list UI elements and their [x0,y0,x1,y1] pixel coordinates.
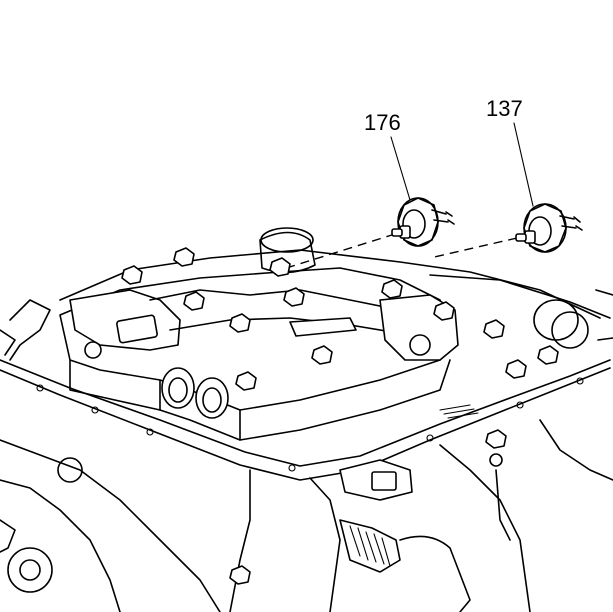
valve-body [59,227,479,441]
bolt [433,301,455,321]
transmission-case [0,249,613,612]
bolt [537,345,559,365]
bolt [505,359,527,379]
bolt [311,345,333,365]
bolt [229,313,251,333]
leader-line-137 [513,122,534,207]
leader-line-176 [390,136,411,201]
bolt [121,265,143,285]
bolt [485,429,507,449]
pressure-switch-176 [391,197,455,247]
callout-label-176: 176 [364,110,401,135]
bolt [381,279,403,299]
bolt [269,257,291,277]
bolt [183,291,205,311]
valve-body-bolts [121,247,559,585]
bolt [283,287,305,307]
bolt [229,565,251,585]
alignment-line-176 [279,233,396,271]
bolt [235,371,257,391]
callout-label-137: 137 [486,96,523,121]
bolt [173,247,195,267]
bolt [483,319,505,339]
harness-connector [339,453,511,612]
alignment-line-137 [429,237,518,259]
pressure-switch-137 [515,203,583,253]
